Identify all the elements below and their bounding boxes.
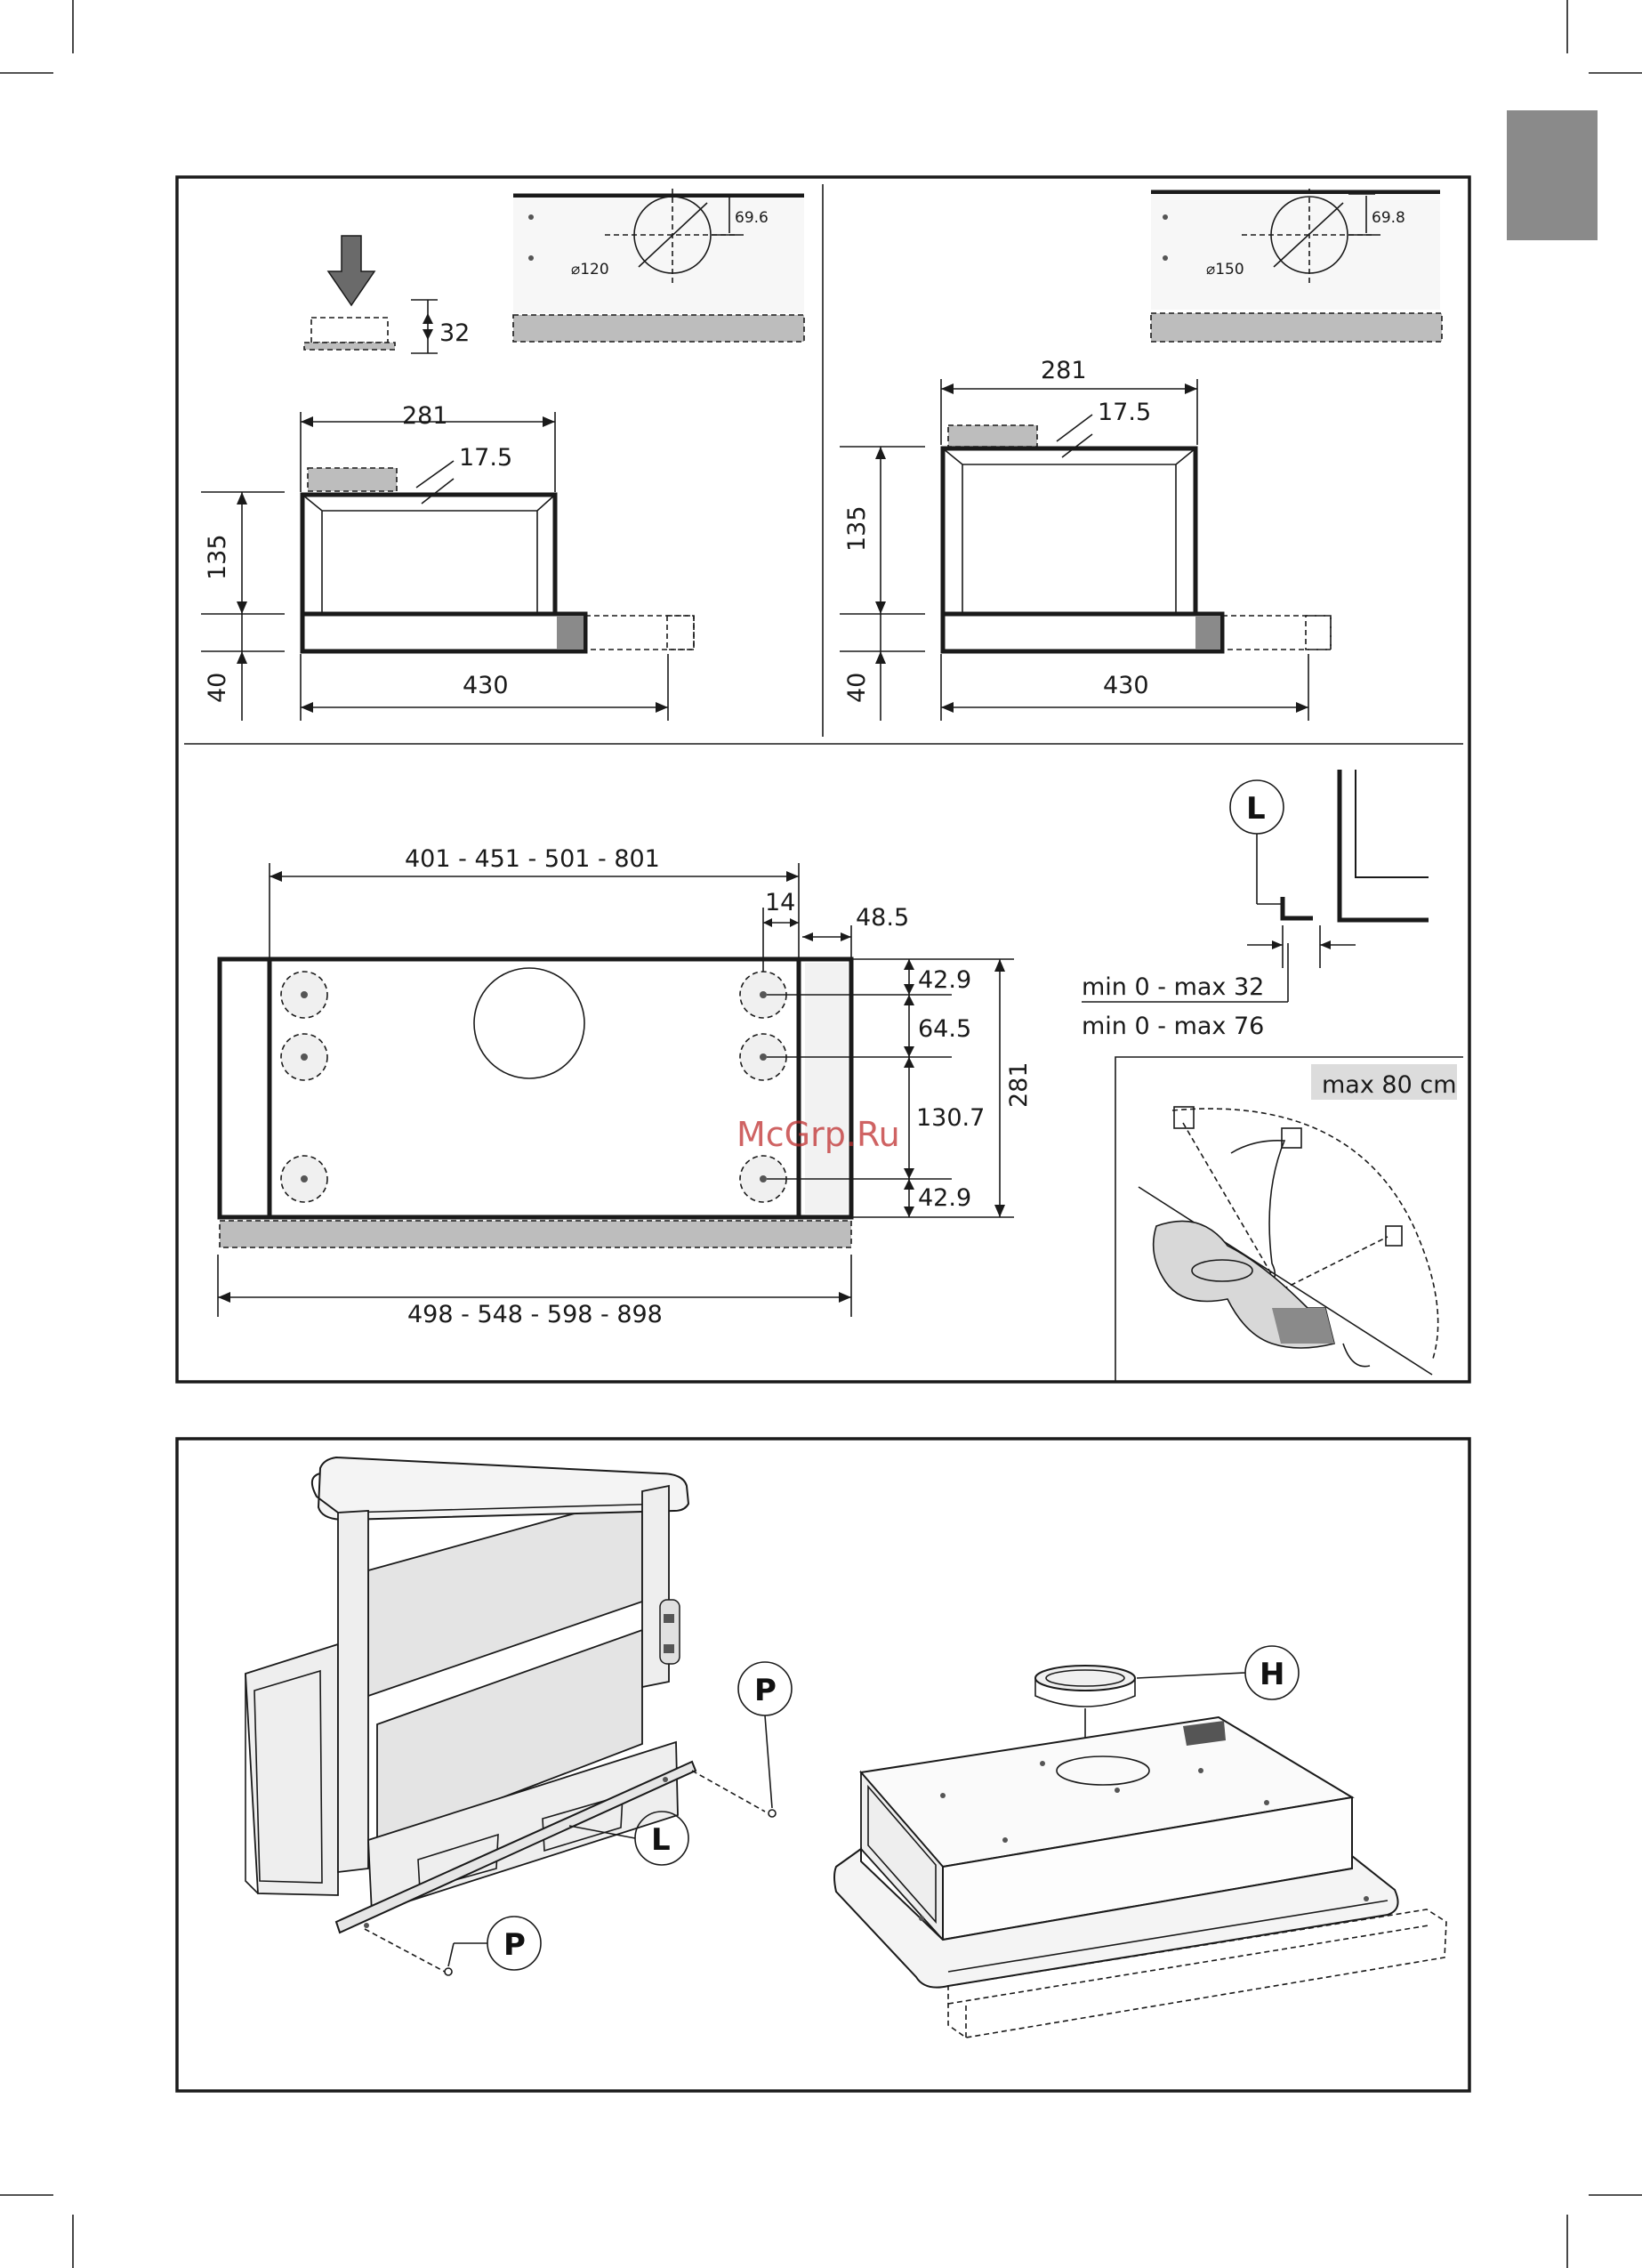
hood-body-profile xyxy=(302,495,555,614)
text-max-80cm: max 80 cm xyxy=(1322,1071,1457,1099)
dim-outer-width: 498 - 548 - 598 - 898 xyxy=(407,1301,663,1328)
section-top-right: 69.8 ⌀150 281 17.5 135 40 430 xyxy=(840,189,1442,721)
dim-offset-17-5: 17.5 xyxy=(1098,399,1151,426)
screw-icon xyxy=(769,1810,776,1817)
dim-64-5: 64.5 xyxy=(918,1015,971,1043)
dim-height-135: 135 xyxy=(843,505,871,552)
dim-inner-width: 401 - 451 - 501 - 801 xyxy=(405,845,660,873)
label-P-left: P xyxy=(503,1927,526,1963)
label-H: H xyxy=(1260,1657,1284,1692)
inset-max-80cm: max 80 cm xyxy=(1115,1057,1463,1382)
dim-offset-17-5: 17.5 xyxy=(459,444,512,472)
duct-opening xyxy=(474,968,584,1078)
dim-hole-offset-69-6: 69.6 xyxy=(735,209,769,227)
dim-42-9-bottom: 42.9 xyxy=(918,1184,971,1212)
section-assembly-right: H xyxy=(834,1646,1446,2038)
dim-height-32: 32 xyxy=(439,319,470,347)
label-P-right: P xyxy=(754,1673,777,1708)
dim-hole-diameter-120: ⌀120 xyxy=(571,261,609,278)
dim-height-40: 40 xyxy=(843,673,871,703)
section-top-left: 32 69.6 ⌀120 281 17.5 xyxy=(201,189,804,721)
label-L: L xyxy=(1246,791,1266,827)
hood-body-profile xyxy=(943,448,1195,614)
dim-width-281: 281 xyxy=(402,402,448,430)
dim-width-281: 281 xyxy=(1041,357,1087,384)
dim-height-135: 135 xyxy=(204,534,231,580)
section-assembly-left: P P L xyxy=(245,1457,792,1975)
dim-depth-281: 281 xyxy=(1005,1061,1033,1108)
dim-hole-offset-69-8: 69.8 xyxy=(1372,209,1405,227)
dim-48-5: 48.5 xyxy=(856,904,909,932)
dim-hole-diameter-150: ⌀150 xyxy=(1206,261,1244,278)
dim-14: 14 xyxy=(765,889,795,916)
dim-height-40: 40 xyxy=(204,673,231,703)
dim-length-430: 430 xyxy=(1103,672,1149,699)
language-tab xyxy=(1507,110,1598,240)
screw-icon xyxy=(445,1968,452,1975)
dim-130-7: 130.7 xyxy=(916,1104,985,1132)
dim-42-9-top: 42.9 xyxy=(918,966,971,994)
label-L-bottom: L xyxy=(651,1822,671,1858)
down-arrow-icon xyxy=(328,236,374,305)
section-top-view: 401 - 451 - 501 - 801 14 48.5 xyxy=(218,845,1033,1328)
text-min-max-32: min 0 - max 32 xyxy=(1082,973,1264,1001)
text-min-max-76: min 0 - max 76 xyxy=(1082,1013,1264,1040)
watermark: McGrp.Ru xyxy=(736,1115,900,1154)
section-bracket-detail: L min 0 - max 32 min 0 - max 76 xyxy=(1082,770,1429,1040)
dim-length-430: 430 xyxy=(463,672,509,699)
